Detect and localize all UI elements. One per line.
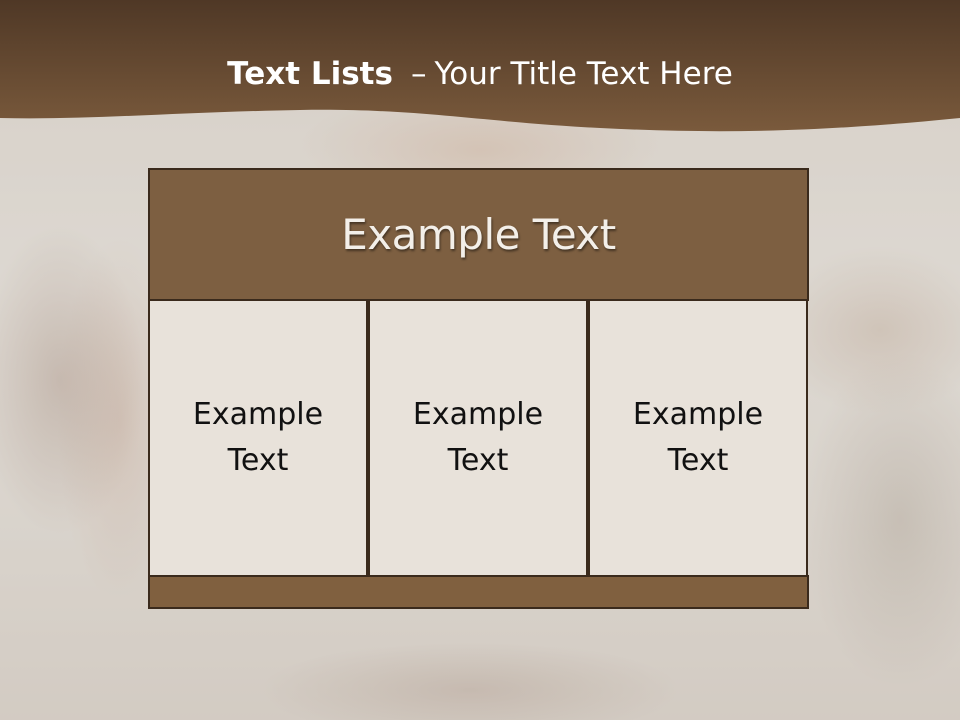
diagram-column-2-label: Example Text xyxy=(412,397,544,478)
diagram-header-box[interactable]: Example Text xyxy=(148,168,809,301)
diagram-column-3-label: Example Text xyxy=(632,397,764,478)
diagram-header-label: Example Text xyxy=(341,210,616,259)
diagram-column-1-label: Example Text xyxy=(192,397,324,478)
diagram-column-3[interactable]: Example Text xyxy=(588,299,808,577)
diagram-column-2[interactable]: Example Text xyxy=(368,299,588,577)
diagram-footer-bar xyxy=(148,575,809,609)
title-bold-text: Text Lists xyxy=(227,56,393,92)
text-list-diagram: Example Text Example Text Example Text E… xyxy=(148,168,809,609)
diagram-column-1[interactable]: Example Text xyxy=(148,299,368,577)
slide-title: Text Lists–Your Title Text Here xyxy=(0,52,960,96)
title-dash: – xyxy=(410,56,427,92)
title-rest-text: Your Title Text Here xyxy=(434,56,733,92)
header-band xyxy=(0,0,960,132)
